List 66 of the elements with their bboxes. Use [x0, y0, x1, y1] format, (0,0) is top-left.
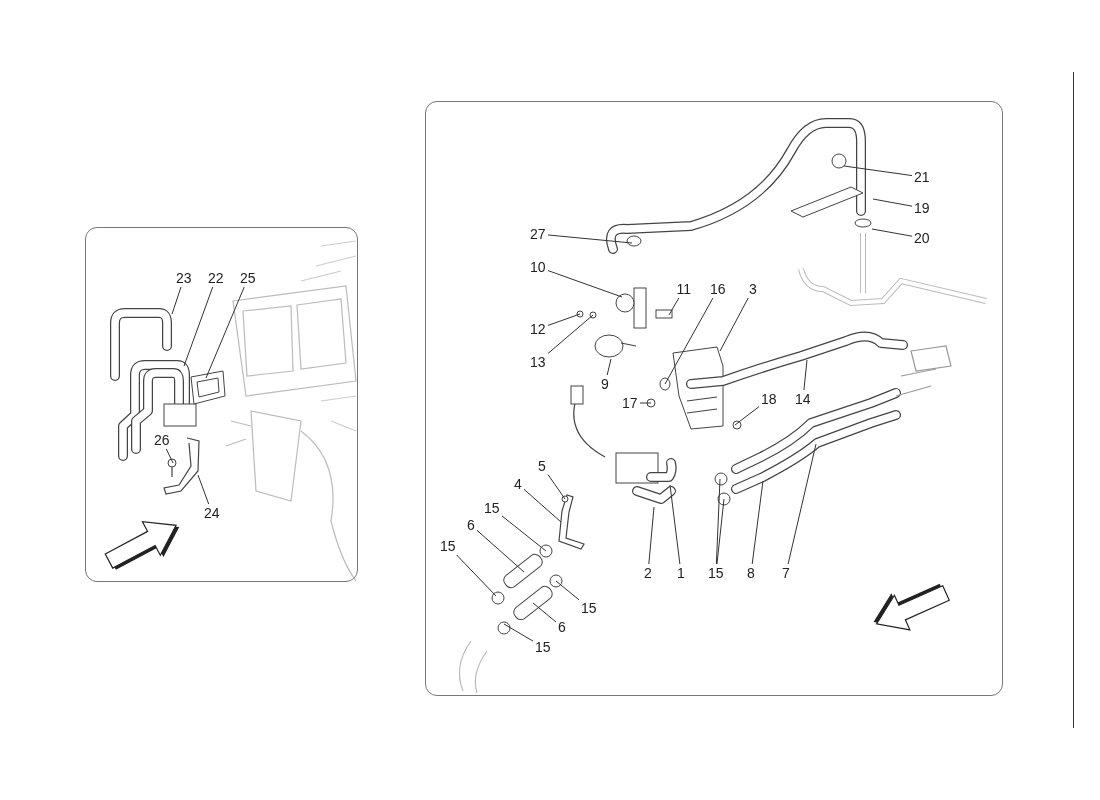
leader-line [606, 358, 612, 376]
leader-line [205, 286, 245, 379]
callout-number: 2 [643, 565, 653, 581]
leader-line [871, 228, 913, 237]
leader-line [547, 313, 581, 326]
callout-number: 6 [466, 517, 476, 533]
callout-number: 4 [513, 476, 523, 492]
leader-line [547, 270, 623, 298]
leader-line [476, 529, 525, 573]
callout-number: 13 [529, 354, 547, 370]
callout-number: 10 [529, 259, 547, 275]
callout-number: 15 [439, 538, 457, 554]
panel-frame [85, 227, 358, 582]
callout-number: 15 [580, 600, 598, 616]
callout-number: 25 [239, 270, 257, 286]
leader-line [843, 165, 913, 177]
callout-number: 6 [557, 619, 567, 635]
callout-number: 1 [676, 565, 686, 581]
leader-line [734, 406, 760, 426]
leader-line [547, 474, 566, 500]
leader-line [716, 498, 725, 565]
callout-number: 12 [529, 321, 547, 337]
callout-number: 23 [175, 270, 193, 286]
callout-number: 20 [913, 230, 931, 246]
callout-number: 15 [707, 565, 725, 581]
leader-line [787, 443, 817, 565]
callout-number: 17 [621, 395, 639, 411]
leader-line [547, 314, 594, 354]
callout-number: 8 [746, 565, 756, 581]
callout-number: 18 [760, 391, 778, 407]
leader-line [751, 480, 764, 565]
callout-number: 5 [537, 458, 547, 474]
leader-line [664, 297, 714, 385]
leader-line [872, 198, 913, 207]
leader-line [803, 359, 808, 391]
leader-line [197, 474, 210, 505]
leader-line [523, 488, 562, 523]
leader-line [183, 286, 214, 367]
leader-line [532, 602, 557, 623]
leader-line [547, 234, 633, 244]
leader-line [648, 506, 655, 565]
callout-number: 14 [794, 391, 812, 407]
leader-line [668, 297, 680, 316]
callout-number: 19 [913, 200, 931, 216]
callout-number: 3 [748, 281, 758, 297]
leader-line [456, 554, 497, 597]
callout-number: 11 [675, 281, 693, 297]
callout-number: 27 [529, 226, 547, 242]
callout-number: 15 [483, 500, 501, 516]
callout-number: 26 [153, 432, 171, 448]
leader-line [555, 580, 580, 601]
leader-line [503, 623, 534, 642]
leader-line [719, 297, 749, 352]
leader-line [171, 286, 182, 315]
leader-line [501, 515, 547, 552]
leader-line [669, 484, 681, 565]
callout-number: 24 [203, 505, 221, 521]
callout-number: 7 [781, 565, 791, 581]
leader-line [639, 402, 652, 404]
callout-number: 15 [534, 639, 552, 655]
callout-number: 22 [207, 270, 225, 286]
callout-number: 21 [913, 169, 931, 185]
leader-line [165, 448, 174, 464]
leader-line [715, 478, 721, 565]
callout-number: 16 [709, 281, 727, 297]
callout-number: 9 [600, 376, 610, 392]
